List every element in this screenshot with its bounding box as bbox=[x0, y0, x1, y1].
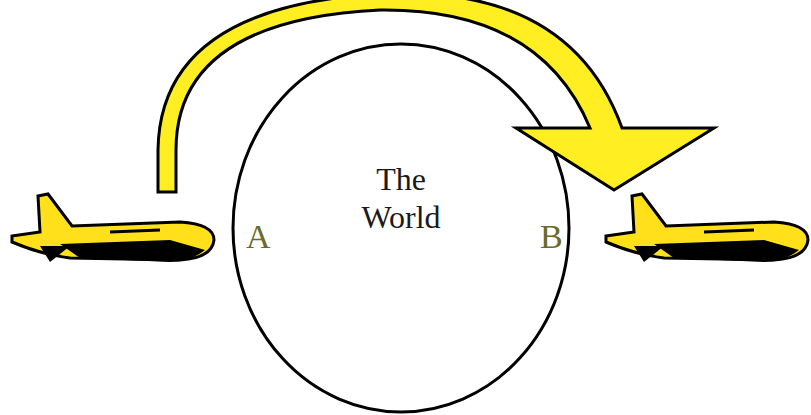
airplane-icon bbox=[12, 194, 214, 262]
airplane-icon bbox=[606, 194, 808, 262]
flight-arrow bbox=[158, 0, 714, 192]
circle-outline bbox=[233, 44, 569, 412]
point-label: A bbox=[246, 220, 271, 254]
point-label: B bbox=[540, 220, 563, 254]
node-label: The World bbox=[346, 160, 456, 237]
world-circle: The World bbox=[231, 42, 571, 414]
